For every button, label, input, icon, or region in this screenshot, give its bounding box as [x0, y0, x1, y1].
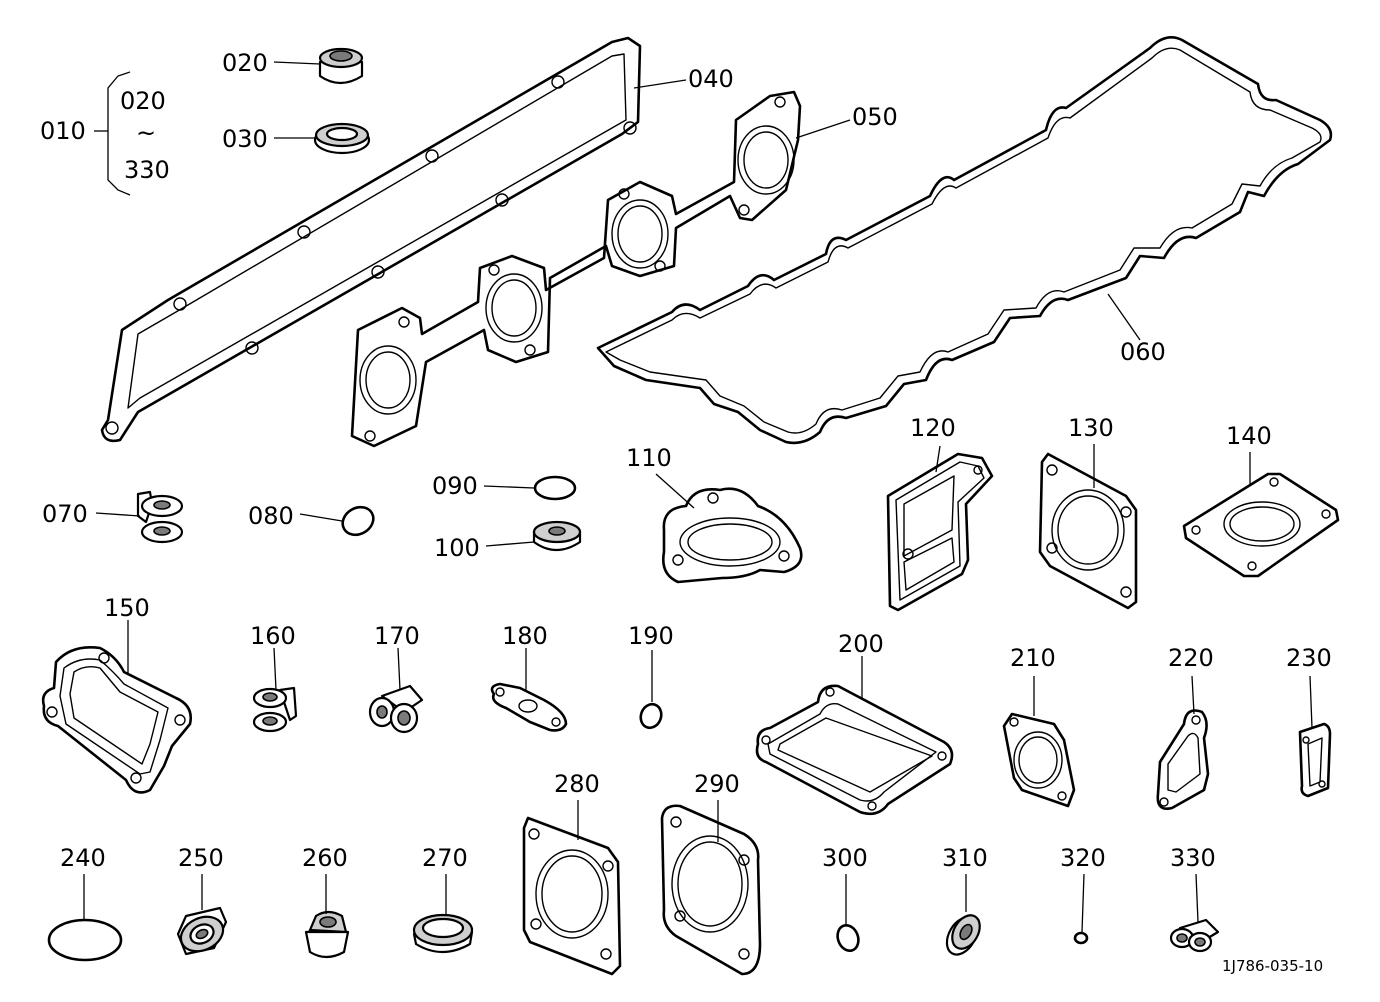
exhaust-manifold-gasket-050 — [350, 90, 802, 448]
label-220: 220 — [1168, 644, 1214, 672]
label-010: 010 — [40, 117, 86, 145]
small-gasket-230 — [1298, 722, 1332, 798]
cover-gasket-200 — [755, 684, 954, 816]
label-210: 210 — [1010, 644, 1056, 672]
label-030: 030 — [222, 125, 268, 153]
label-180: 180 — [502, 622, 548, 650]
head-cover-gasket-060 — [596, 36, 1333, 445]
label-170: 170 — [374, 622, 420, 650]
label-070: 070 — [42, 500, 88, 528]
oil-seal-250 — [176, 906, 228, 956]
label-090: 090 — [432, 472, 478, 500]
label-310: 310 — [942, 844, 988, 872]
label-280: 280 — [554, 770, 600, 798]
label-080: 080 — [248, 502, 294, 530]
label-110: 110 — [626, 444, 672, 472]
label-250: 250 — [178, 844, 224, 872]
label-190: 190 — [628, 622, 674, 650]
o-ring-190 — [639, 702, 663, 730]
keyhole-gasket-220 — [1156, 709, 1210, 810]
o-ring-090 — [533, 475, 577, 501]
three-bolt-gasket-110 — [662, 487, 803, 584]
seal-ring-310 — [945, 914, 981, 956]
label-020: 020 — [222, 49, 268, 77]
large-round-gasket-290 — [660, 804, 762, 976]
label-200: 200 — [838, 630, 884, 658]
label-010-from: 020 — [120, 87, 166, 115]
label-120: 120 — [910, 414, 956, 442]
label-290: 290 — [694, 770, 740, 798]
o-ring-080 — [341, 505, 375, 537]
label-240: 240 — [60, 844, 106, 872]
double-washer-160 — [252, 686, 298, 733]
label-330: 330 — [1170, 844, 1216, 872]
label-150: 150 — [104, 594, 150, 622]
label-160: 160 — [250, 622, 296, 650]
washer-pair-070 — [136, 490, 184, 544]
label-010-tilde: ~ — [136, 119, 156, 147]
label-130: 130 — [1068, 414, 1114, 442]
valve-stem-seal-020 — [318, 47, 364, 85]
label-040: 040 — [688, 65, 734, 93]
square-gasket-210 — [1002, 712, 1076, 808]
rect-gasket-120 — [886, 452, 994, 612]
banjo-washer-330 — [1169, 918, 1220, 953]
label-260: 260 — [302, 844, 348, 872]
label-010-to: 330 — [124, 156, 170, 184]
kit-bracket-010 — [94, 71, 131, 196]
stem-seal-260 — [304, 910, 350, 959]
washer-100 — [532, 520, 582, 552]
cap-seal-270 — [412, 913, 474, 954]
label-050: 050 — [852, 103, 898, 131]
label-060: 060 — [1120, 338, 1166, 366]
label-140: 140 — [1226, 422, 1272, 450]
label-320: 320 — [1060, 844, 1106, 872]
diamond-gasket-140 — [1182, 472, 1340, 578]
tiny-o-ring-320 — [1073, 931, 1089, 945]
turbo-gasket-150 — [41, 646, 192, 794]
banjo-washer-170 — [368, 684, 424, 734]
seal-ring-030 — [313, 122, 371, 155]
large-o-ring-240 — [47, 918, 123, 962]
label-300: 300 — [822, 844, 868, 872]
label-230: 230 — [1286, 644, 1332, 672]
long-gasket-040 — [100, 36, 642, 443]
label-100: 100 — [434, 534, 480, 562]
square-gasket-130 — [1038, 452, 1138, 610]
oval-gasket-180 — [490, 682, 568, 732]
label-270: 270 — [422, 844, 468, 872]
drawing-reference: 1J786-035-10 — [1222, 957, 1323, 975]
o-ring-300 — [836, 924, 860, 952]
large-square-gasket-280 — [522, 816, 622, 976]
